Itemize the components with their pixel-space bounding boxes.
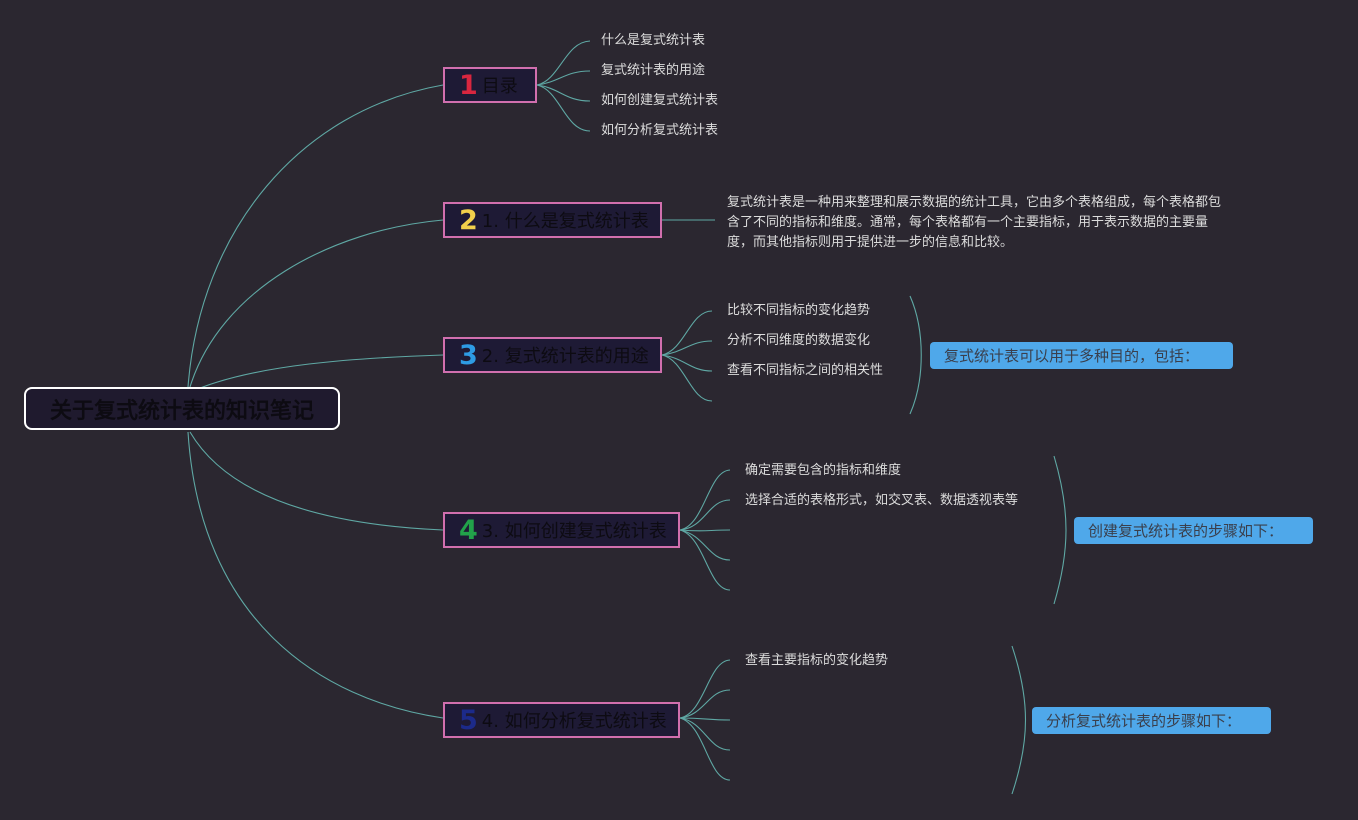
branch-number: 1: [459, 69, 478, 101]
branch-create[interactable]: 4 3. 如何创建复式统计表: [443, 512, 680, 548]
root-topic[interactable]: 关于复式统计表的知识笔记: [24, 387, 340, 430]
create-item[interactable]: 确定需要包含的指标和维度: [745, 463, 902, 478]
toc-item[interactable]: 如何分析复式统计表: [601, 123, 719, 138]
branch-uses[interactable]: 3 2. 复式统计表的用途: [443, 337, 662, 373]
branch-number: 3: [459, 339, 478, 371]
branch-toc[interactable]: 1 目录: [443, 67, 537, 103]
branch-what-is[interactable]: 2 1. 什么是复式统计表: [443, 202, 662, 238]
branch-label: 3. 如何创建复式统计表: [481, 521, 667, 542]
uses-item[interactable]: 分析不同维度的数据变化: [727, 333, 871, 348]
toc-item[interactable]: 什么是复式统计表: [601, 33, 706, 48]
create-item[interactable]: 选择合适的表格形式，如交叉表、数据透视表等: [745, 493, 1019, 508]
toc-item[interactable]: 如何创建复式统计表: [601, 93, 719, 108]
branch-analyze[interactable]: 5 4. 如何分析复式统计表: [443, 702, 680, 738]
branch-number: 5: [459, 704, 478, 736]
definition-text[interactable]: 复式统计表是一种用来整理和展示数据的统计工具，它由多个表格组成，每个表格都包含了…: [727, 195, 1222, 250]
uses-summary[interactable]: 复式统计表可以用于多种目的，包括：: [930, 342, 1233, 369]
branch-label: 目录: [481, 76, 518, 97]
analyze-summary[interactable]: 分析复式统计表的步骤如下：: [1032, 707, 1271, 734]
analyze-item[interactable]: 查看主要指标的变化趋势: [745, 653, 889, 668]
branch-label: 2. 复式统计表的用途: [481, 346, 649, 367]
uses-item[interactable]: 查看不同指标之间的相关性: [727, 363, 884, 378]
toc-item[interactable]: 复式统计表的用途: [601, 63, 706, 78]
root-title: 关于复式统计表的知识笔记: [49, 398, 314, 424]
branch-number: 2: [459, 204, 478, 236]
branch-label: 4. 如何分析复式统计表: [481, 711, 667, 732]
create-summary[interactable]: 创建复式统计表的步骤如下：: [1074, 517, 1313, 544]
uses-item[interactable]: 比较不同指标的变化趋势: [727, 303, 871, 318]
branch-label: 1. 什么是复式统计表: [481, 211, 649, 232]
branch-number: 4: [459, 514, 478, 546]
